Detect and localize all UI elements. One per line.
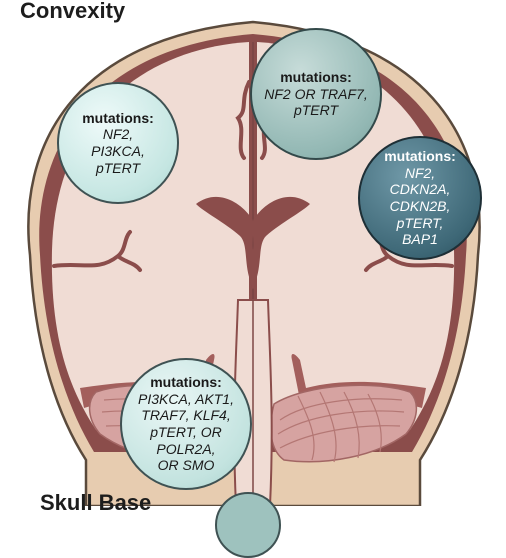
bubble-line: POLR2A, xyxy=(156,440,216,457)
bubble-line: PI3KCA, xyxy=(91,143,145,159)
bubble-line: CDKN2B, xyxy=(389,198,451,214)
bubble-line: NF2 OR TRAF7, xyxy=(264,85,368,102)
convexity-label: Convexity xyxy=(20,0,126,23)
bubble-title: mutations: xyxy=(82,109,154,126)
bubble-line: BAP1 xyxy=(402,231,438,248)
bubble-line: OR SMO xyxy=(157,457,215,474)
bubble-line: pTERT xyxy=(293,102,339,119)
bubble-title: mutations: xyxy=(150,374,222,391)
mutation-bubble-partial-bottom xyxy=(215,492,281,558)
bubble-line: pTERT, xyxy=(396,214,444,231)
mutation-bubble-skull-base: mutations: PI3KCA, AKT1, TRAF7, KLF4, pT… xyxy=(120,358,252,490)
bubble-line: NF2, xyxy=(102,126,134,143)
mutation-bubble-convexity-top: mutations: NF2 OR TRAF7, pTERT xyxy=(250,28,382,160)
bubble-line: pTERT xyxy=(95,159,141,176)
bubble-line: TRAF7, KLF4, xyxy=(141,407,231,424)
bubble-line: pTERT, OR xyxy=(150,424,222,440)
mutation-bubble-convexity-left: mutations: NF2, PI3KCA, pTERT xyxy=(57,82,179,204)
bubble-line: PI3KCA, AKT1, xyxy=(138,390,234,407)
bubble-line: CDKN2A, xyxy=(389,181,451,198)
lateral-ventricles xyxy=(196,196,310,289)
sulcus-left xyxy=(52,230,142,272)
skull-base-label: Skull Base xyxy=(40,490,152,515)
sulcus-top-left xyxy=(235,80,251,160)
cerebellum-right xyxy=(270,384,418,463)
bubble-title: mutations: xyxy=(280,69,352,86)
bubble-title: mutations: xyxy=(384,148,456,165)
bubble-line: NF2, xyxy=(404,164,436,181)
mutation-bubble-convexity-right: mutations: NF2, CDKN2A, CDKN2B, pTERT, B… xyxy=(358,136,482,260)
